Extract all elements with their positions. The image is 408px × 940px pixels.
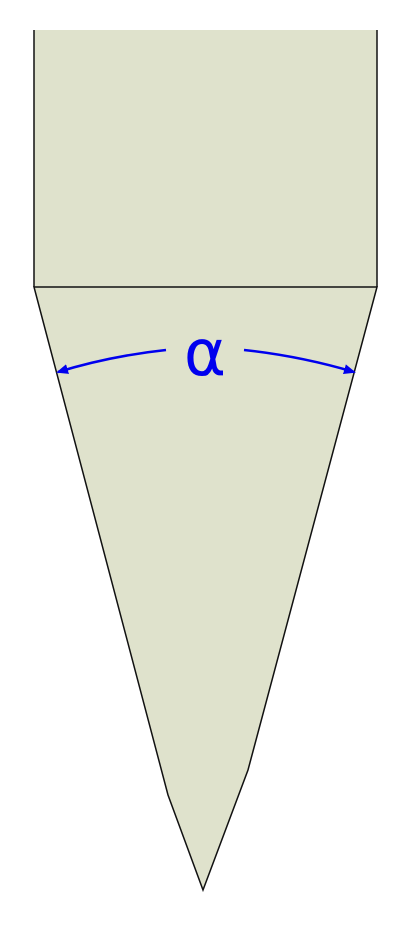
tool-point [33,286,378,893]
angle-arc-left [56,348,167,374]
shank-fill [34,30,377,287]
angle-marker: α [56,317,356,391]
angle-alpha-label: α [184,317,226,391]
angle-arc-right [243,348,356,374]
tool-shank [33,30,378,287]
